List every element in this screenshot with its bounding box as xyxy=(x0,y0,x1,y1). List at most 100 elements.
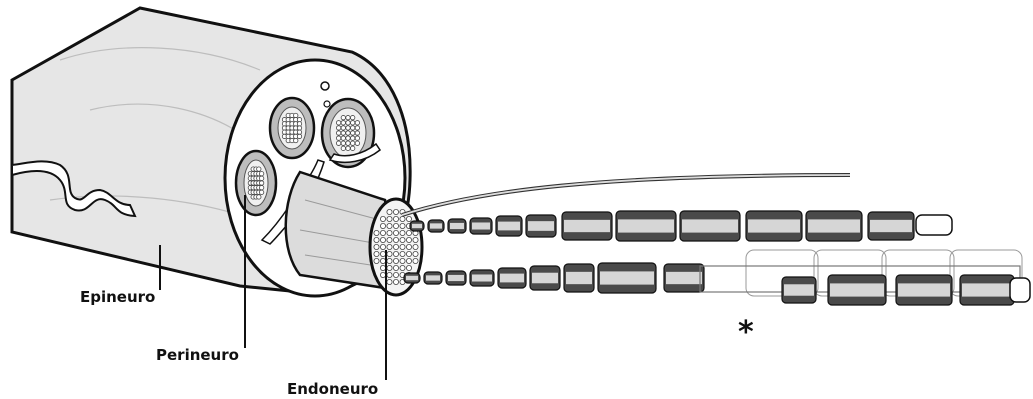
axon-dot xyxy=(393,216,398,221)
axon-core xyxy=(564,220,610,232)
axon-dot xyxy=(259,171,263,175)
axon-dot xyxy=(294,113,298,117)
axon-dot xyxy=(413,244,418,249)
axon-dot xyxy=(393,265,398,270)
axon-dot xyxy=(406,216,411,221)
axon-core xyxy=(472,222,490,229)
axon-dot xyxy=(380,230,385,235)
axon-dot xyxy=(350,126,354,130)
axon-dot xyxy=(297,126,301,130)
axon-dot xyxy=(406,265,411,270)
axon-dot xyxy=(294,138,298,142)
axon-dot xyxy=(393,279,398,284)
axon-dot xyxy=(400,216,405,221)
axon-dot xyxy=(336,131,340,135)
axon-dot xyxy=(259,185,263,189)
axon-dot xyxy=(380,223,385,228)
axon-dot xyxy=(380,237,385,242)
myelinated-fiber-upper xyxy=(410,211,952,241)
axon-dot xyxy=(336,136,340,140)
axon-dot xyxy=(387,216,392,221)
axon-core xyxy=(618,219,674,232)
axon-dot xyxy=(346,146,350,150)
axon-dot xyxy=(406,230,411,235)
axon-dot xyxy=(387,279,392,284)
axon-dot xyxy=(380,272,385,277)
axon-dot xyxy=(346,141,350,145)
axon-core xyxy=(450,223,464,229)
axon-dot xyxy=(374,244,379,249)
axon-dot xyxy=(406,251,411,256)
endoneuro-label: Endoneuro xyxy=(287,380,378,398)
axon-dot xyxy=(341,146,345,150)
axon-dot xyxy=(393,237,398,242)
axon-dot xyxy=(355,136,359,140)
axon-dot xyxy=(393,244,398,249)
thin-fiber-core xyxy=(402,175,850,215)
axon-dot xyxy=(413,251,418,256)
axon-core xyxy=(472,274,492,281)
axon-core xyxy=(412,224,422,228)
axon-dot xyxy=(336,141,340,145)
axon-core xyxy=(830,283,884,296)
axon-dot xyxy=(341,121,345,125)
axon-core xyxy=(532,273,558,284)
axon-dot xyxy=(387,230,392,235)
axon-dot xyxy=(355,141,359,145)
axon-dot xyxy=(355,126,359,130)
axon-dot xyxy=(380,258,385,263)
axon-dot xyxy=(393,223,398,228)
axon-dot xyxy=(346,121,350,125)
axon-dot xyxy=(257,167,261,171)
axon-dot xyxy=(400,223,405,228)
epineuro-label: Epineuro xyxy=(80,288,155,306)
fiber-tip xyxy=(1010,278,1030,302)
axon-dot xyxy=(297,122,301,126)
axon-dot xyxy=(413,237,418,242)
perineuro-label: Perineuro xyxy=(156,346,239,364)
axon-dot xyxy=(387,251,392,256)
fiber-tip xyxy=(916,215,952,235)
axon-dot xyxy=(400,244,405,249)
axon-core xyxy=(962,283,1012,296)
axon-dot xyxy=(297,117,301,121)
axon-dot xyxy=(400,237,405,242)
axon-core xyxy=(870,220,912,232)
axon-core xyxy=(406,276,418,280)
axon-core xyxy=(682,219,738,232)
axon-dot xyxy=(297,130,301,134)
axon-dot xyxy=(380,265,385,270)
axon-dot xyxy=(400,230,405,235)
axon-dot xyxy=(400,265,405,270)
face-vessel-1 xyxy=(321,82,329,90)
axon-dot xyxy=(387,265,392,270)
axon-dot xyxy=(400,258,405,263)
axon-dot xyxy=(355,121,359,125)
axon-dot xyxy=(341,115,345,119)
axon-dot xyxy=(387,223,392,228)
axon-dot xyxy=(374,230,379,235)
axon-dot xyxy=(393,251,398,256)
axon-dot xyxy=(406,244,411,249)
axon-dot xyxy=(387,258,392,263)
axon-dot xyxy=(387,272,392,277)
axon-core xyxy=(600,271,654,284)
axon-dot xyxy=(346,136,350,140)
injury-marker: * xyxy=(738,318,754,348)
axon-core xyxy=(498,222,520,231)
axon-dot xyxy=(387,237,392,242)
axon-dot xyxy=(413,258,418,263)
axon-dot xyxy=(297,134,301,138)
axon-dot xyxy=(393,272,398,277)
face-vessel-2 xyxy=(324,101,330,107)
axon-dot xyxy=(406,237,411,242)
axon-dot xyxy=(341,131,345,135)
axon-dot xyxy=(336,121,340,125)
axon-dot xyxy=(374,237,379,242)
axon-dot xyxy=(387,209,392,214)
axon-dot xyxy=(387,244,392,249)
axon-core xyxy=(898,283,950,296)
axon-dot xyxy=(341,126,345,130)
axon-dot xyxy=(350,146,354,150)
axon-core xyxy=(500,274,524,283)
